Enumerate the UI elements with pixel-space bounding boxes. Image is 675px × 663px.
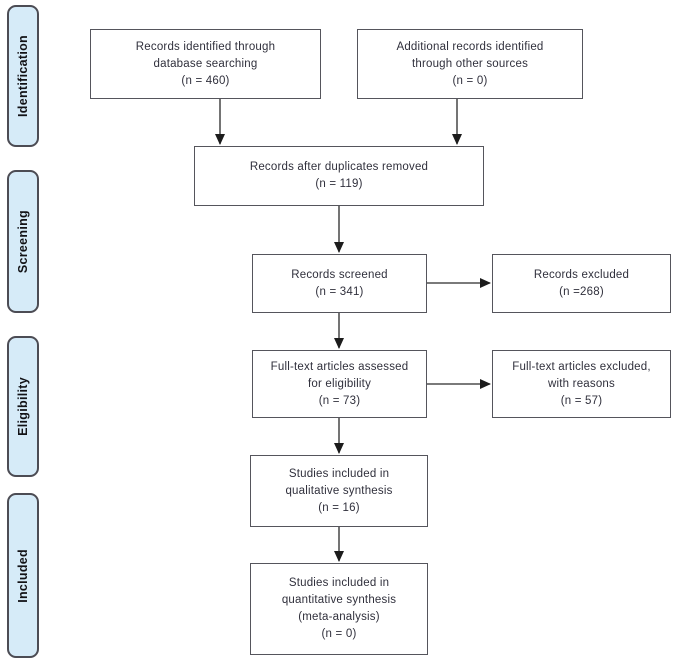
- box-text-line: (n = 119): [315, 178, 363, 190]
- box-records-identified: Records identified through database sear…: [90, 29, 321, 99]
- box-text-line: Records excluded: [533, 268, 630, 281]
- stage-identification: Identification: [7, 5, 39, 147]
- box-text-line: (meta-analysis): [298, 611, 380, 623]
- box-text-line: Studies included in: [288, 577, 390, 589]
- box-text-line: (n = 0): [321, 628, 357, 640]
- box-text-line: database searching: [153, 57, 258, 70]
- box-text-line: (n =268): [559, 285, 604, 298]
- box-quantitative-synthesis: Studies included in quantitative synthes…: [250, 563, 428, 655]
- box-text-line: Full-text articles assessed: [270, 360, 409, 373]
- box-duplicates-removed: Records after duplicates removed (n = 11…: [194, 146, 484, 206]
- stage-included: Included: [7, 493, 39, 658]
- box-records-excluded: Records excluded (n =268): [492, 254, 671, 313]
- stage-eligibility: Eligibility: [7, 336, 39, 477]
- box-text-line: quantitative synthesis: [281, 594, 397, 606]
- box-text-line: Studies included in: [288, 467, 390, 480]
- box-text-line: (n = 16): [318, 501, 360, 514]
- box-text-line: (n = 73): [318, 394, 361, 407]
- stage-identification-label: Identification: [16, 35, 30, 117]
- stage-included-label: Included: [16, 548, 30, 603]
- box-text-line: qualitative synthesis: [285, 484, 393, 497]
- box-text-line: Full-text articles excluded,: [512, 360, 651, 373]
- box-text-line: through other sources: [411, 57, 529, 70]
- box-text-line: (n = 57): [560, 394, 603, 407]
- stage-screening: Screening: [7, 170, 39, 313]
- box-fulltext-assessed: Full-text articles assessed for eligibil…: [252, 350, 427, 418]
- box-text-line: Records identified through: [135, 40, 276, 53]
- box-text-line: Additional records identified: [396, 40, 544, 53]
- stage-eligibility-label: Eligibility: [16, 377, 30, 436]
- box-qualitative-synthesis: Studies included in qualitative synthesi…: [250, 455, 428, 527]
- box-additional-records: Additional records identified through ot…: [357, 29, 583, 99]
- box-fulltext-excluded: Full-text articles excluded, with reason…: [492, 350, 671, 418]
- stage-screening-label: Screening: [16, 209, 30, 274]
- box-text-line: (n = 0): [452, 74, 488, 87]
- box-text-line: for eligibility: [307, 377, 372, 390]
- box-text-line: (n = 341): [315, 285, 364, 298]
- box-text-line: Records after duplicates removed: [249, 161, 429, 173]
- box-text-line: Records screened: [291, 268, 388, 281]
- box-text-line: (n = 460): [181, 74, 230, 87]
- box-records-screened: Records screened (n = 341): [252, 254, 427, 313]
- box-text-line: with reasons: [548, 377, 615, 390]
